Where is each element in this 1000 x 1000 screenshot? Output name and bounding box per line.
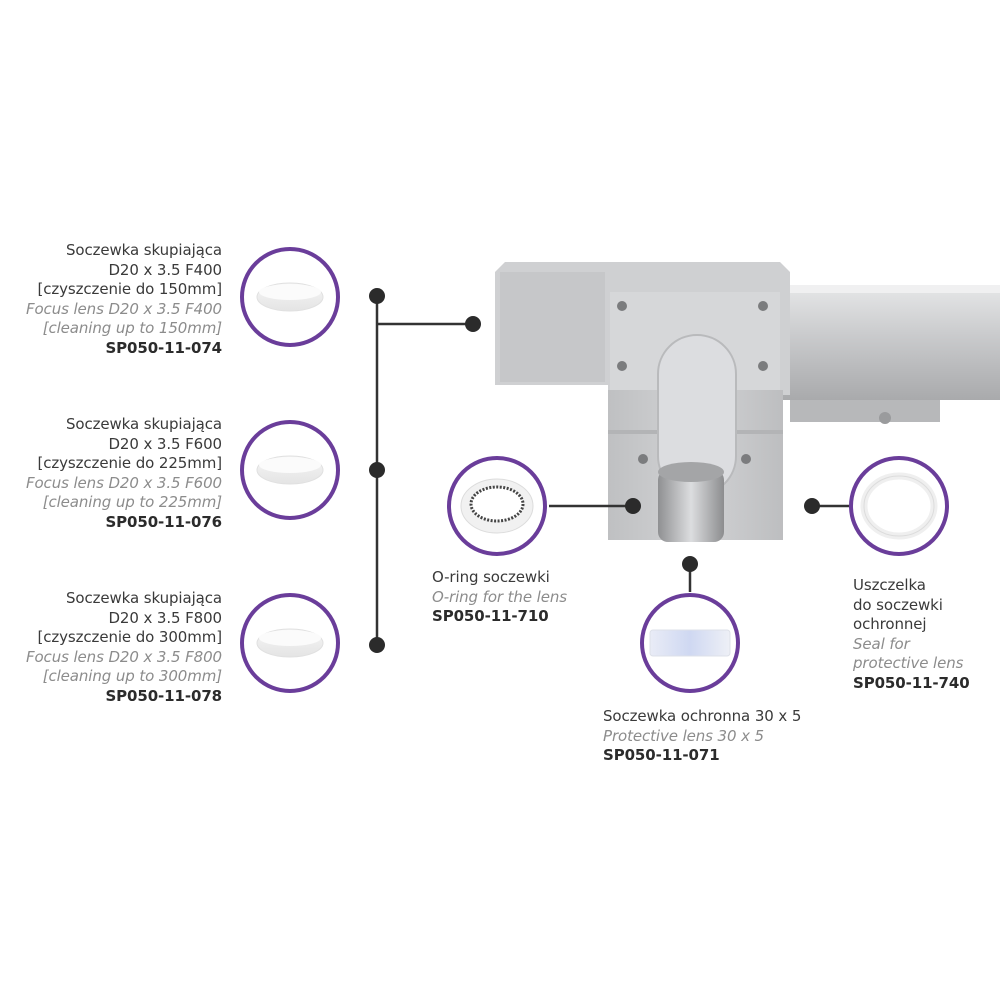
- part-code: SP050-11-074: [105, 338, 222, 357]
- en-cleaning: [cleaning up to 150mm]: [42, 319, 222, 337]
- connector-dot: [682, 556, 698, 572]
- connector-dot: [625, 498, 641, 514]
- pl-name: Soczewka skupiająca: [65, 589, 222, 607]
- en-name: O-ring for the lens: [432, 587, 567, 606]
- oring-label: O-ring soczewki O-ring for the lens SP05…: [432, 568, 567, 627]
- focus-lens-f400-label: Soczewka skupiająca D20 x 3.5 F400 [czys…: [26, 241, 222, 358]
- pl-name: Soczewka ochronna 30 x 5: [603, 707, 802, 725]
- en-cleaning: [cleaning up to 300mm]: [42, 667, 222, 685]
- pl-spec: D20 x 3.5 F600: [108, 434, 222, 453]
- pl-spec: D20 x 3.5 F400: [108, 260, 222, 279]
- focus-lens-f400-thumbnail: [240, 247, 340, 347]
- en-name: Focus lens D20 x 3.5 F800: [25, 647, 222, 666]
- part-code: SP050-11-076: [105, 512, 222, 531]
- pl-name: Soczewka skupiająca: [65, 415, 222, 433]
- connector-dot: [369, 462, 385, 478]
- focus-lens-f600-label: Soczewka skupiająca D20 x 3.5 F600 [czys…: [26, 415, 222, 532]
- pl-cleaning: [czyszczenie do 150mm]: [37, 280, 222, 298]
- pl-name-3: ochronnej: [853, 615, 927, 633]
- oring-thumbnail: [447, 456, 547, 556]
- laser-head-image: [495, 262, 1000, 542]
- connector-dot: [804, 498, 820, 514]
- pl-name: O-ring soczewki: [432, 568, 550, 586]
- en-name: Seal for: [853, 634, 910, 653]
- pl-spec: D20 x 3.5 F800: [108, 608, 222, 627]
- pl-cleaning: [czyszczenie do 225mm]: [37, 454, 222, 472]
- focus-lens-f800-thumbnail: [240, 593, 340, 693]
- part-code: SP050-11-740: [853, 673, 970, 692]
- part-code: SP050-11-078: [105, 686, 222, 705]
- focus-lens-f800-label: Soczewka skupiająca D20 x 3.5 F800 [czys…: [26, 589, 222, 706]
- protective-lens-thumbnail: [640, 593, 740, 693]
- en-name: Focus lens D20 x 3.5 F400: [25, 299, 222, 318]
- connector-dots: [369, 288, 820, 653]
- en-name-2: protective lens: [853, 654, 964, 672]
- en-name: Protective lens 30 x 5: [603, 726, 764, 745]
- connector-dot: [369, 637, 385, 653]
- pl-name: Uszczelka: [853, 576, 926, 594]
- en-name: Focus lens D20 x 3.5 F600: [25, 473, 222, 492]
- seal-label: Uszczelka do soczewki ochronnej Seal for…: [853, 576, 970, 693]
- pl-name-2: do soczewki: [853, 595, 943, 614]
- pl-cleaning: [czyszczenie do 300mm]: [37, 628, 222, 646]
- seal-thumbnail: [849, 456, 949, 556]
- part-code: SP050-11-071: [603, 746, 720, 764]
- connector-dot: [465, 316, 481, 332]
- en-cleaning: [cleaning up to 225mm]: [42, 493, 222, 511]
- part-code: SP050-11-710: [432, 607, 549, 625]
- connector-dot: [369, 288, 385, 304]
- pl-name: Soczewka skupiająca: [65, 241, 222, 259]
- focus-lens-f600-thumbnail: [240, 420, 340, 520]
- protective-lens-label: Soczewka ochronna 30 x 5 Protective lens…: [603, 707, 801, 766]
